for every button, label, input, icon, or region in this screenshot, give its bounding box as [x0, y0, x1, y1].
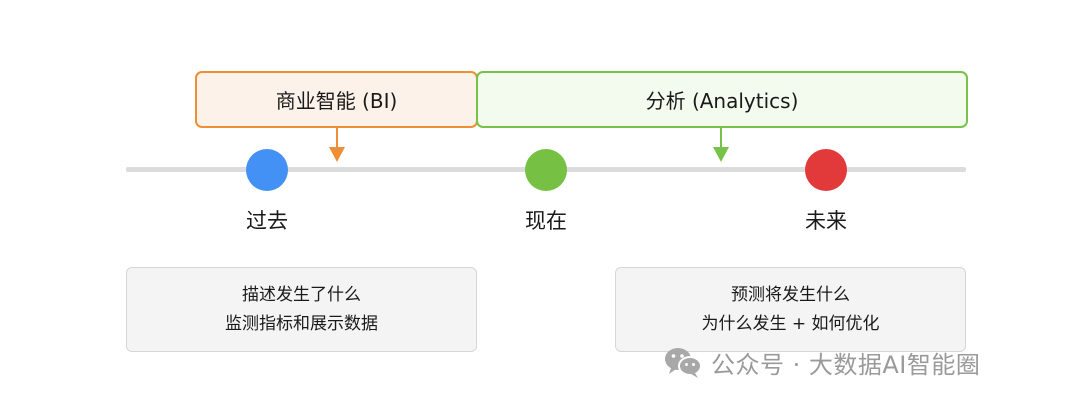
bi-band: 商业智能 (BI) — [195, 71, 478, 128]
watermark: 公众号 · 大数据AI智能圈 — [663, 342, 980, 382]
future-description-line-1: 预测将发生什么 — [731, 284, 850, 305]
past-dot — [246, 149, 288, 191]
future-label: 未来 — [805, 209, 847, 233]
past-description-box: 描述发生了什么 监测指标和展示数据 — [126, 267, 477, 352]
past-label: 过去 — [246, 209, 288, 233]
future-dot — [805, 149, 847, 191]
past-description-line-2: 监测指标和展示数据 — [225, 313, 378, 334]
past-description-line-1: 描述发生了什么 — [242, 284, 361, 305]
present-dot — [525, 149, 567, 191]
present-label: 现在 — [525, 209, 567, 233]
watermark-text: 公众号 · 大数据AI智能圈 — [711, 350, 981, 379]
future-description-line-2: 为什么发生 + 如何优化 — [701, 313, 880, 334]
analytics-band-label: 分析 (Analytics) — [645, 89, 799, 113]
analytics-band: 分析 (Analytics) — [476, 71, 968, 128]
wechat-icon — [665, 348, 702, 378]
bi-band-label: 商业智能 (BI) — [275, 89, 398, 113]
future-description-box: 预测将发生什么 为什么发生 + 如何优化 — [615, 267, 966, 352]
